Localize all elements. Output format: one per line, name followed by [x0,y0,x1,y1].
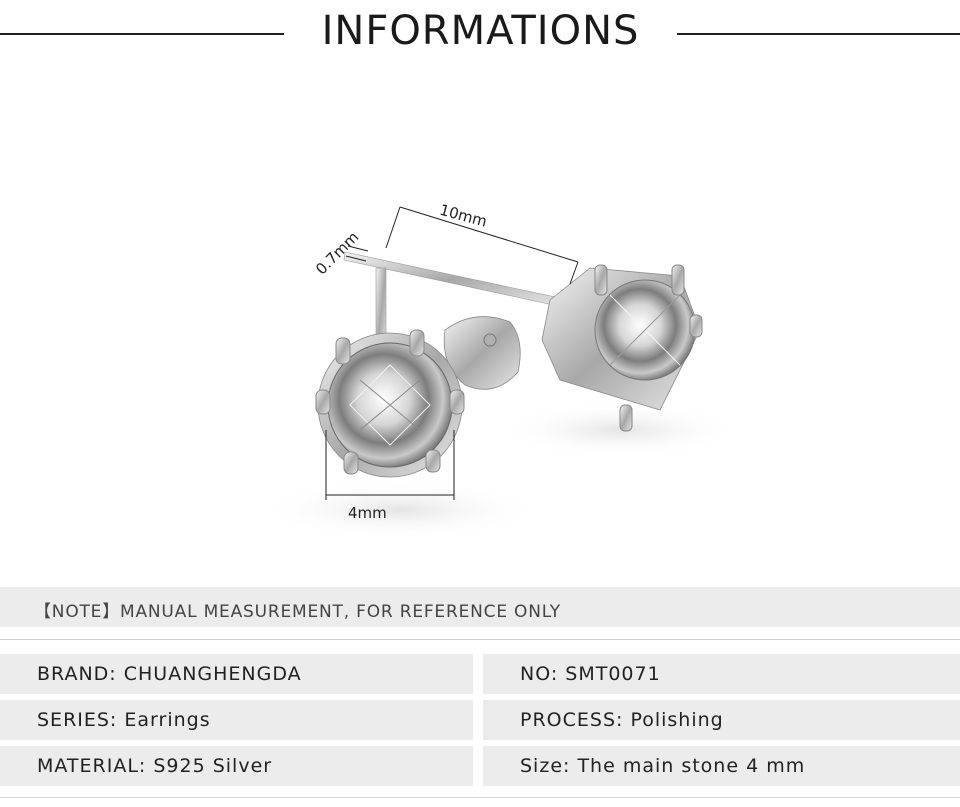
page-title: INFORMATIONS [321,8,640,54]
earring-right [541,264,703,432]
spec-material: MATERIAL: S925 Silver [0,746,473,786]
shadow [500,402,740,458]
title-divider-right [677,33,960,35]
earring-product-image: 10mm 0.7mm 4mm [260,201,740,540]
note-bar: 【NOTE】MANUAL MEASUREMENT, FOR REFERENCE … [0,587,960,627]
header: INFORMATIONS [0,0,960,72]
dimension-pin-thickness [345,245,369,262]
shadow [260,480,540,540]
spec-no: NO: SMT0071 [483,654,960,694]
spec-material-text: MATERIAL: S925 Silver [37,755,273,777]
spec-series-text: SERIES: Earrings [37,709,211,731]
spec-size-text: Size: The main stone 4 mm [520,755,806,777]
spec-brand-text: BRAND: CHUANGHENGDA [37,663,302,685]
earring-back [443,316,521,390]
spec-no-text: NO: SMT0071 [520,663,661,685]
dimension-label-4mm: 4mm [348,504,387,522]
spec-process-text: PROCESS: Polishing [520,709,724,731]
dimension-pin-length [385,206,579,285]
spec-series: SERIES: Earrings [0,700,473,740]
spec-process: PROCESS: Polishing [483,700,960,740]
dimension-label-0.7mm: 0.7mm [312,228,362,278]
divider [0,639,960,640]
earring-left [315,329,465,478]
spec-brand: BRAND: CHUANGHENGDA [0,654,473,694]
bottom-divider [0,797,960,798]
note-text: 【NOTE】MANUAL MEASUREMENT, FOR REFERENCE … [34,602,561,622]
spec-size: Size: The main stone 4 mm [483,746,960,786]
title-divider-left [0,33,284,35]
dimension-stone-width [325,430,455,500]
